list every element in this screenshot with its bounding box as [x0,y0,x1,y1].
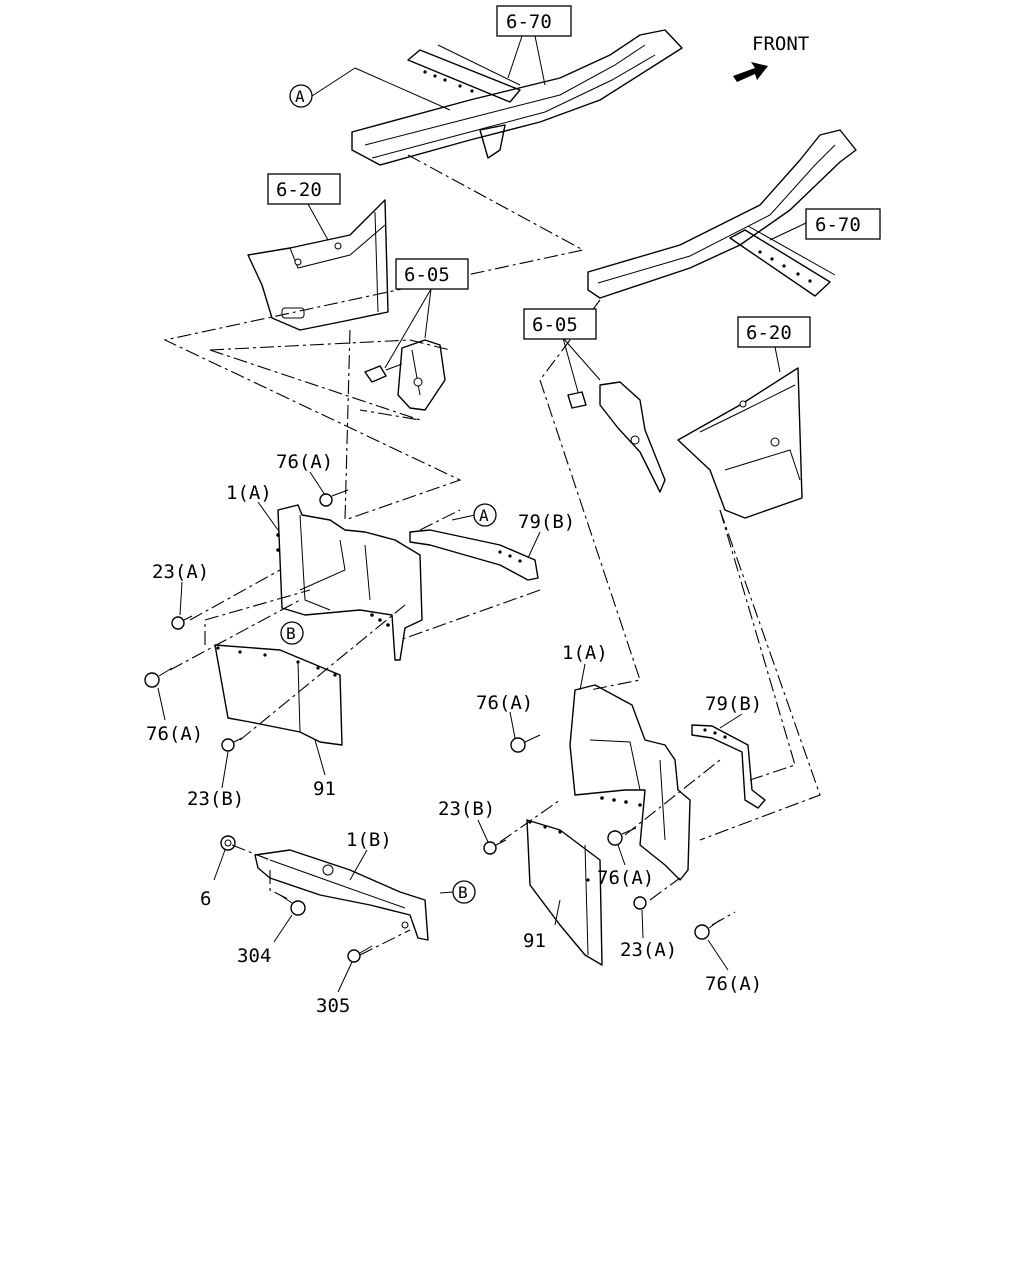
circle-ref-b-left: B [280,621,304,645]
bracket-right [677,367,803,519]
label-23b-right: 23(B) [438,798,495,820]
bolt-76a-mid-right [607,827,637,846]
ref-box-bracket-right: 6-20 [737,316,811,348]
label-304: 304 [237,945,271,967]
nut-6 [220,835,236,851]
svg-text:6-05: 6-05 [404,264,450,286]
bolt-76a-bottom-left [144,667,173,688]
bolt-23b-right [483,839,507,855]
ref-box-frame-top: 6-70 [496,5,572,37]
mud-flap-left [214,644,343,746]
strap-left [409,529,539,581]
label-76a-bottom-left: 76(A) [146,723,203,745]
label-76a-bottom-right: 76(A) [705,973,762,995]
label-76a-mid-right: 76(A) [597,867,654,889]
label-305: 305 [316,995,350,1017]
svg-text:6-70: 6-70 [815,214,861,236]
installation-lines [163,154,821,956]
svg-text:B: B [458,883,468,902]
bolt-23a-right [633,896,647,910]
label-79b-right: 79(B) [705,693,762,715]
bolt-23a-left [171,615,193,630]
frame-rail-top [351,29,683,166]
circle-ref-b-lower: B [452,880,476,904]
svg-text:6-20: 6-20 [276,179,322,201]
bolt-305 [347,945,373,963]
svg-text:B: B [286,624,296,643]
svg-text:6-70: 6-70 [506,11,552,33]
bolt-76a-top-right [510,734,541,753]
front-direction-arrow: FRONT [733,33,809,82]
label-23b-left: 23(B) [187,788,244,810]
label-91-left: 91 [313,778,336,800]
svg-text:A: A [479,506,489,525]
label-1a-left: 1(A) [226,482,272,504]
mount-right [567,381,666,493]
splash-guard-bracket-left [276,504,423,661]
bolt-304 [279,894,306,916]
label-1a-right: 1(A) [562,642,608,664]
front-label: FRONT [752,33,809,55]
label-76a-top-left: 76(A) [276,451,333,473]
ref-box-frame-right: 6-70 [805,208,881,240]
svg-text:6-05: 6-05 [532,314,578,336]
ref-box-mount-right: 6-05 [523,308,597,340]
splash-guard-bracket-right [569,684,691,881]
bolt-23b-left [221,737,243,752]
label-1b: 1(B) [346,829,392,851]
svg-text:A: A [295,87,305,106]
part-labels: 76(A) 1(A) 23(A) 79(B) 76(A) 23(B) 91 6 … [146,451,762,1017]
label-23a-left: 23(A) [152,561,209,583]
leader-lines [157,35,807,993]
label-76a-top-right: 76(A) [476,692,533,714]
bolt-76a-top-left [319,489,349,507]
svg-text:6-20: 6-20 [746,322,792,344]
strap-right [691,724,766,809]
ref-box-mount-left: 6-05 [395,258,469,290]
mount-left [364,339,446,411]
label-79b-left: 79(B) [518,511,575,533]
label-23a-right: 23(A) [620,939,677,961]
circle-ref-a-mid: A [473,503,497,527]
label-6: 6 [200,888,211,910]
mud-flap-right [526,819,603,966]
ref-box-bracket-left: 6-20 [267,173,341,205]
frame-rail-right [587,129,857,299]
circle-ref-a-top: A [289,84,313,108]
bracket-left [247,199,389,331]
label-91-right: 91 [523,930,546,952]
